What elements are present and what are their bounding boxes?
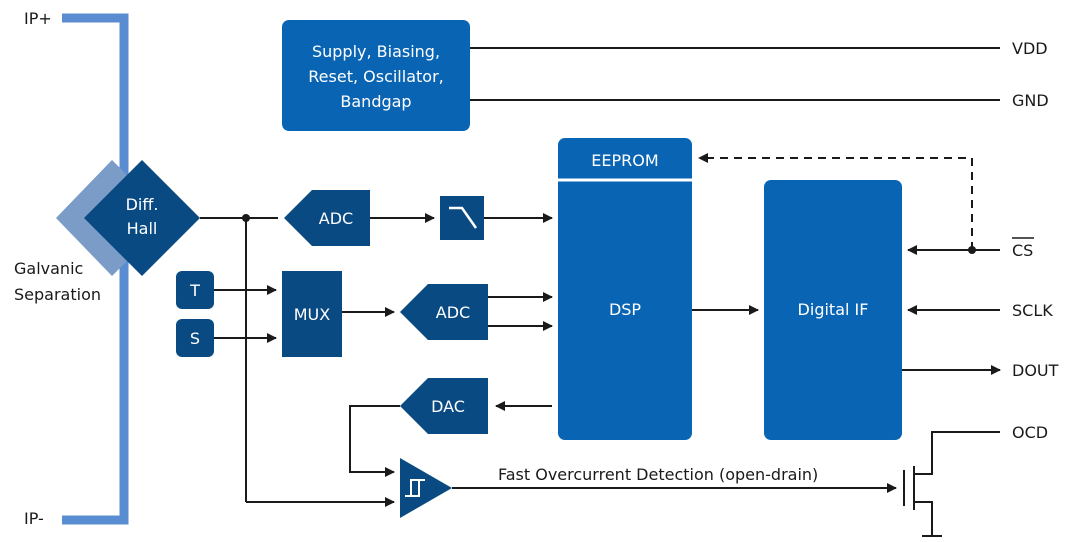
supply-label-1: Supply, Biasing, — [312, 42, 440, 61]
hall-sensor — [84, 160, 200, 276]
dsp-label: DSP — [609, 300, 641, 319]
lowpass-filter-icon — [440, 196, 484, 240]
supply-block — [282, 20, 470, 131]
pin-ip-minus: IP- — [24, 509, 44, 528]
hysteresis-symbol — [405, 479, 425, 497]
pin-dout: DOUT — [1012, 361, 1059, 380]
nmos-transistor-icon — [903, 431, 1000, 537]
digital-if-label: Digital IF — [798, 300, 869, 319]
pin-ip-plus: IP+ — [24, 9, 52, 28]
mux-label: MUX — [294, 305, 331, 324]
temp-label: T — [189, 281, 200, 300]
pin-gnd: GND — [1012, 91, 1049, 110]
filter-symbol — [449, 206, 478, 229]
dac-to-comparator-wire — [349, 405, 400, 477]
adc-mid-label: ADC — [436, 303, 470, 322]
adc-top — [284, 190, 370, 246]
supply-label-3: Bandgap — [340, 92, 411, 111]
dsp-block — [558, 138, 692, 440]
pin-ocd: OCD — [1012, 423, 1048, 442]
pin-cs: CS — [1012, 241, 1033, 260]
stress-label: S — [190, 329, 200, 348]
galvanic-label-1: Galvanic — [14, 259, 83, 278]
dac-block — [400, 378, 488, 434]
supply-label-2: Reset, Oscillator, — [308, 67, 443, 86]
ocd-path-label: Fast Overcurrent Detection (open-drain) — [498, 465, 818, 484]
eeprom-label: EEPROM — [591, 151, 658, 170]
mux-block — [282, 271, 342, 357]
stress-sensor-block — [176, 319, 214, 357]
digital-if-block — [764, 180, 902, 440]
adc-mid — [400, 284, 488, 340]
primary-conductor — [62, 13, 129, 525]
temp-sensor-block — [176, 271, 214, 309]
pin-vdd: VDD — [1012, 39, 1048, 58]
pin-sclk: SCLK — [1012, 301, 1053, 320]
cs-eeprom-dashed-wire — [704, 157, 973, 250]
cs-eeprom-arrowhead — [698, 153, 708, 163]
hall-label-2: Hall — [127, 219, 158, 238]
schmitt-trigger-icon — [400, 458, 452, 518]
adc-top-label: ADC — [319, 209, 353, 228]
hall-label-1: Diff. — [126, 195, 159, 214]
galvanic-label-2: Separation — [14, 285, 101, 304]
dac-label: DAC — [431, 397, 465, 416]
